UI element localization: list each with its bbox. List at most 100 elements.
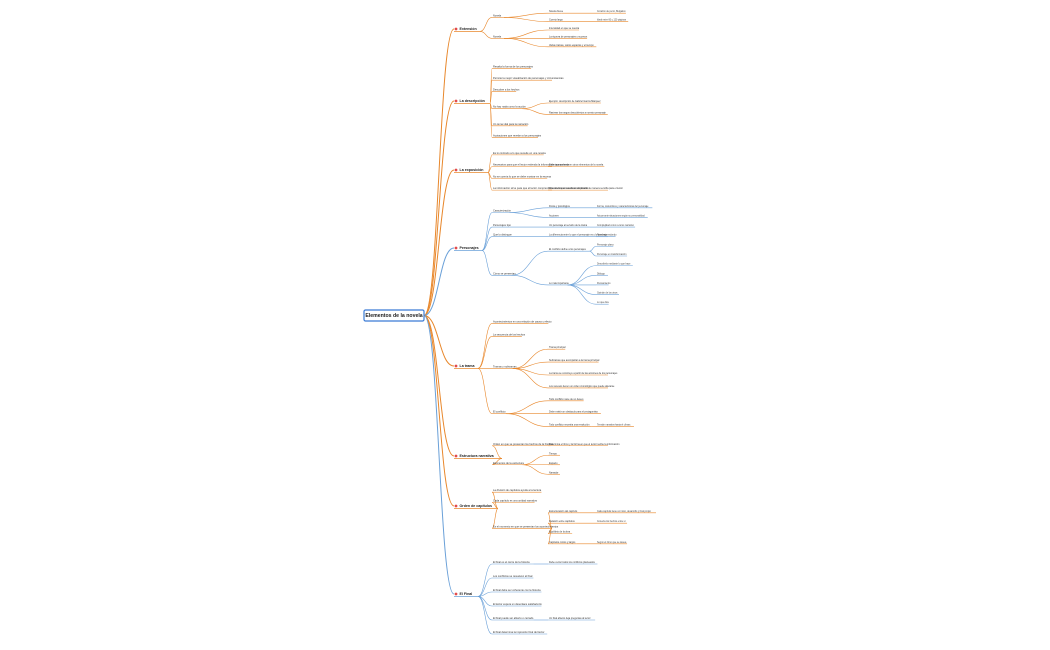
topic-label-depth-2[interactable]: Debe existir un obstáculo para el protag… [549, 411, 598, 414]
topic-label-depth-1[interactable]: No se cuenta lo que se debe mostrar en l… [493, 174, 552, 178]
topic-label-depth-2[interactable]: Un final abierto deja preguntas al lecto… [549, 617, 591, 620]
topic-label-depth-2[interactable]: Varias tramas, varios espacios y el tiem… [549, 44, 594, 47]
topic-label-depth-2[interactable]: Determina el ritmo y la forma en que el … [549, 443, 620, 446]
topic-label-depth-1[interactable]: Orden en que se presentan los hechos de … [493, 442, 554, 446]
topic-label-depth-1[interactable]: Permite la mejor visualización de person… [493, 76, 564, 80]
topic-label-depth-3[interactable]: Actuar ante situaciones según su persona… [597, 214, 645, 217]
topic-label-depth-1[interactable]: Descubre a los hechos [493, 88, 520, 92]
topic-label-depth-1[interactable]: Acontecimientos en una relación de causa… [493, 319, 552, 323]
topic-label-depth-1[interactable]: No hay nada como la acción [493, 105, 526, 109]
topic-label-depth-1[interactable]: Cada capítulo es una unidad narrativa [493, 499, 537, 503]
main-branch-label[interactable]: Personajes [460, 246, 479, 250]
topic-label-depth-2[interactable]: Capítulos cortos y largos [549, 541, 576, 544]
connector-line [489, 103, 493, 138]
topic-label-depth-1[interactable]: Tramas y subtramas [493, 365, 517, 369]
topic-label-depth-1[interactable]: Necesarios para que el lector entienda l… [493, 163, 570, 167]
topic-label-depth-1[interactable]: Que lo distingue [493, 233, 512, 237]
topic-label-depth-1[interactable]: La secuencia de los hechos [493, 332, 526, 336]
connector-line [511, 250, 549, 276]
topic-label-depth-3[interactable]: Diálogo [597, 273, 606, 275]
main-branch-label[interactable]: La trama [460, 364, 476, 368]
topic-label-depth-2[interactable]: Todo conflicto nace de un deseo [549, 398, 584, 401]
topic-label-depth-3[interactable]: Personaje en transformación [597, 253, 627, 256]
topic-label-depth-2[interactable]: Relación entre capítulos [549, 520, 575, 523]
connector-line [547, 528, 553, 545]
main-branch-label[interactable]: La exposición [460, 168, 484, 172]
topic-label-depth-1[interactable]: Elementos de la estructura [493, 461, 524, 465]
topic-label-depth-2[interactable]: Intensidad en que se cuenta [549, 27, 580, 30]
topic-label-depth-1[interactable]: Resalta la forma de los personajes [493, 65, 534, 69]
topic-label-depth-3[interactable]: Describirlo mediante lo que hace [597, 263, 631, 266]
connector-line [505, 400, 549, 414]
topic-label-depth-1[interactable]: Los conflictos se resuelven al final [493, 574, 533, 578]
topic-label-depth-2[interactable]: Rastrear los rasgos descubiertos a nuest… [549, 111, 606, 114]
topic-label-depth-2[interactable]: La diferencia entre lo que el personaje … [549, 234, 608, 237]
topic-label-depth-3[interactable]: Ideal entre 60 y 120 páginas [597, 19, 627, 22]
topic-label-depth-2[interactable]: Acciones [549, 214, 560, 217]
topic-label-depth-1[interactable]: La información sirve para que el lector … [493, 186, 589, 190]
topic-label-depth-1[interactable]: El conflicto [493, 410, 506, 414]
topic-label-depth-2[interactable]: Trama principal [549, 346, 566, 349]
topic-label-depth-2[interactable]: La trama se construye a partir de las ac… [549, 372, 618, 375]
connector-line [505, 413, 549, 427]
topic-label-depth-1[interactable]: Cómo se presentan [493, 271, 516, 275]
connector-line [477, 596, 493, 635]
topic-label-depth-3[interactable]: Corazón de perro, Bulgakov [597, 10, 626, 13]
topic-label-depth-2[interactable]: Lo más importante [549, 282, 569, 285]
topic-label-depth-1[interactable]: El final puede ser abierto o cerrado [493, 616, 534, 620]
topic-label-depth-1[interactable]: Acotaciones que revelan a los personajes [493, 133, 542, 137]
topic-label-depth-3[interactable]: Pensamiento [597, 282, 611, 285]
topic-label-depth-2[interactable]: Un personaje al servicio de la trama [549, 224, 588, 227]
topic-label-depth-1[interactable]: Personajes tipo [493, 223, 511, 227]
topic-label-depth-2[interactable]: Equilibrio de la obra [549, 531, 571, 534]
main-branch-label[interactable]: La descripción [460, 99, 485, 103]
topic-label-depth-1[interactable]: Novela [493, 13, 502, 17]
topic-label-depth-2[interactable]: Debe incorporarse en otros elementos de … [549, 164, 604, 167]
topic-label-depth-2[interactable]: Los sucesos tienen un orden cronológico … [549, 385, 615, 388]
topic-label-depth-1[interactable]: Caracterización [493, 209, 512, 213]
branch-bullet-icon [454, 592, 458, 596]
topic-label-depth-2[interactable]: Espacio [549, 462, 558, 465]
topic-label-depth-3[interactable]: Lo que dice [597, 302, 610, 304]
topic-label-depth-3[interactable]: Personaje redondo [597, 234, 617, 237]
topic-label-depth-2[interactable]: Tiempo [549, 452, 558, 455]
connector-line [511, 274, 549, 286]
main-branch-label[interactable]: Orden de capítulos [460, 504, 493, 508]
topic-label-depth-3[interactable]: Opinión de los otros [597, 292, 618, 295]
topic-label-depth-1[interactable]: El final debe ser coherente con la histo… [493, 588, 541, 592]
topic-label-depth-1[interactable]: La división de capítulos ayuda a la lect… [493, 488, 542, 492]
connector-line [423, 247, 455, 316]
topic-label-depth-3[interactable]: Conecta los hechos entre sí [597, 520, 626, 523]
connector-line [521, 464, 549, 475]
topic-label-depth-2[interactable]: Muestra lo que sucede sin explicarlo de … [549, 187, 623, 190]
topic-label-depth-1[interactable]: El final es el cierre de la historia [493, 560, 530, 564]
topic-label-depth-2[interactable]: Física y psicológica [549, 205, 570, 208]
topic-label-depth-2[interactable]: Ejemplo: descripción de Gabriel García M… [549, 100, 601, 103]
topic-label-depth-1[interactable]: El lector espera un desenlace satisfacto… [493, 602, 542, 606]
topic-label-depth-3[interactable]: Personaje plano [597, 243, 614, 246]
topic-label-depth-2[interactable]: Cuento largo [549, 19, 563, 22]
connector-line [503, 17, 549, 22]
topic-label-depth-3[interactable]: Complejidad como recurso narrativo [597, 224, 635, 227]
topic-label-depth-1[interactable]: Es lo contrario a lo que sucede en una n… [493, 151, 546, 155]
topic-label-depth-2[interactable]: El conflicto define a los personajes [549, 248, 587, 251]
topic-label-depth-1[interactable]: Es el momento en que se presentan los ac… [493, 524, 559, 528]
topic-label-depth-2[interactable]: Subtramas que acompañan a la trama princ… [549, 359, 600, 362]
topic-label-depth-2[interactable]: Narrador [549, 471, 559, 474]
topic-label-depth-2[interactable]: Estructuración del capítulo [549, 510, 578, 513]
topic-label-depth-2[interactable]: Novela breve [549, 10, 564, 13]
topic-label-depth-1[interactable]: Novela [493, 34, 502, 38]
main-branch-label[interactable]: El Final [460, 592, 473, 596]
main-branch-label[interactable]: Extensión [460, 27, 477, 31]
topic-label-depth-2[interactable]: La riqueza de personajes y sucesos [549, 35, 588, 38]
topic-label-depth-3[interactable]: Según el ritmo que se desea [597, 541, 627, 544]
topic-label-depth-3[interactable]: Cada capítulo tiene un inicio, desarroll… [597, 510, 652, 513]
main-branch-label[interactable]: Estructura narrativa [460, 454, 495, 458]
topic-label-depth-2[interactable]: Debe cerrar todos los conflictos plantea… [549, 561, 596, 564]
root-topic[interactable]: Elementos de la novela [363, 309, 425, 322]
topic-label-depth-1[interactable]: Un tema vital para la narración [493, 122, 529, 126]
topic-label-depth-2[interactable]: Todo conflicto necesita una resolución [549, 424, 590, 427]
topic-label-depth-3[interactable]: Tensión narrativa hasta el clímax [597, 424, 631, 427]
topic-label-depth-3[interactable]: Forma, costumbres y características del … [597, 205, 649, 208]
topic-label-depth-1[interactable]: El final determina la impresión final de… [493, 630, 545, 634]
